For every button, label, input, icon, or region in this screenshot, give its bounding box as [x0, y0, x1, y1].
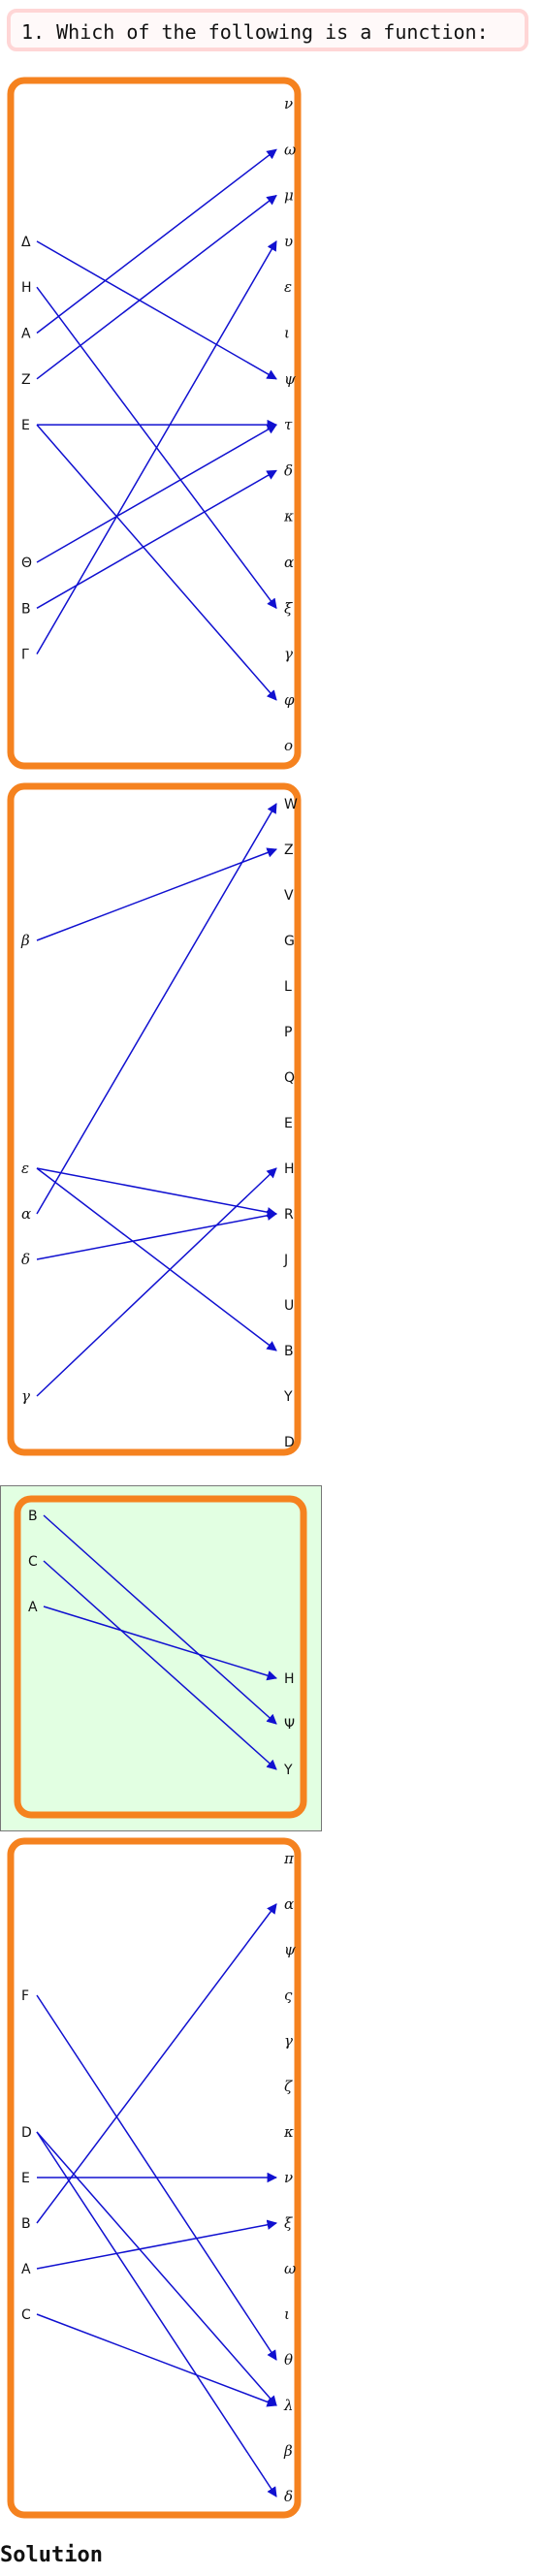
option-1-codomain-label: ω — [284, 141, 296, 158]
option-2-domain-label: β — [20, 932, 30, 949]
option-1-codomain-label: ν — [284, 95, 293, 112]
question-text: 1. Which of the following is a function: — [21, 20, 489, 44]
option-2-codomain-label: Y — [283, 1389, 293, 1405]
option-1-domain-label: Z — [21, 372, 31, 388]
option-2-domain-label: δ — [21, 1251, 30, 1268]
option-4-mapping-arrow — [36, 2313, 277, 2407]
option-1-codomain-label: κ — [283, 508, 294, 525]
option-2-codomain-label: D — [284, 1435, 295, 1450]
option-1-mapping-arrow — [36, 424, 277, 701]
option-2-codomain-label: L — [284, 979, 292, 995]
option-2-border — [7, 782, 302, 1456]
option-1-codomain-label: ο — [284, 737, 293, 754]
option-2-codomain-label: U — [284, 1298, 294, 1314]
option-1-codomain-label: φ — [284, 691, 295, 709]
question-box: 1. Which of the following is a function: — [7, 9, 528, 51]
option-4-codomain-label: ι — [284, 2306, 290, 2323]
option-3-domain-label: A — [28, 1600, 38, 1615]
option-1-mapping-arrow — [36, 148, 277, 334]
option-2-codomain-label: J — [283, 1253, 288, 1268]
option-4-codomain-label: δ — [284, 2488, 293, 2505]
option-1-mapping-arrow — [36, 194, 277, 380]
option-1-mapping-arrow — [36, 424, 277, 563]
option-4-codomain-label: π — [283, 1850, 295, 1867]
option-2-domain-label: ε — [21, 1160, 29, 1177]
option-4-codomain-label: β — [283, 2442, 293, 2460]
option-2-mapping-arrow — [36, 1167, 277, 1397]
option-3-domain-label: B — [28, 1509, 38, 1524]
option-2-domain-label: α — [21, 1205, 31, 1223]
option-4-domain-label: A — [21, 2262, 31, 2277]
option-2-mapping-arrow — [36, 1167, 277, 1352]
option-3-panel[interactable]: B C A H Ψ Y — [10, 1491, 321, 1832]
option-1-codomain-label: τ — [284, 416, 293, 433]
option-2-mapping-arrow — [36, 803, 277, 1215]
option-2-codomain-label: V — [284, 888, 294, 904]
option-2-codomain-label: H — [284, 1161, 295, 1177]
option-3-border — [14, 1495, 307, 1819]
option-1-domain-label: E — [21, 418, 30, 433]
option-1-panel[interactable]: Δ H A Z E Θ B Γν ω μ υ ε ι ψ τ δ κ α ξ γ φ ο — [3, 73, 315, 783]
option-4-domain-label: D — [21, 2125, 32, 2141]
option-1-codomain-label: ξ — [284, 599, 293, 617]
option-2-codomain-label: W — [284, 797, 298, 812]
option-3-codomain-label: Ψ — [284, 1717, 295, 1733]
option-2-domain-label: γ — [21, 1387, 30, 1405]
option-4-mapping-arrow — [36, 1903, 277, 2224]
option-4-codomain-label: ς — [284, 1987, 293, 2004]
option-4-domain-label: F — [21, 1988, 29, 2004]
option-1-domain-label: Θ — [21, 556, 32, 571]
option-4-mapping-arrow — [36, 2131, 277, 2497]
option-2-codomain-label: R — [284, 1207, 294, 1223]
option-1-codomain-label: υ — [284, 233, 293, 250]
option-2-codomain-label: E — [284, 1116, 293, 1131]
option-4-codomain-label: κ — [283, 2123, 294, 2141]
option-2-panel[interactable]: β ε α δ γ W Z V G L P Q E H R J U B Y D — [3, 779, 315, 1470]
option-4-codomain-label: ν — [284, 2169, 293, 2186]
solution-heading: Solution — [0, 2543, 103, 2567]
option-2-codomain-label: Q — [284, 1070, 295, 1086]
option-3-mapping-arrow — [43, 1514, 277, 1725]
option-4-codomain-label: λ — [283, 2397, 294, 2414]
option-2-codomain-label: B — [284, 1344, 294, 1359]
option-3-mapping-arrow — [43, 1606, 278, 1681]
option-4-codomain-label: ζ — [284, 2078, 293, 2095]
option-4-codomain-label: θ — [284, 2351, 293, 2369]
option-1-codomain-label: μ — [284, 187, 294, 205]
option-3-domain-label: C — [28, 1554, 38, 1570]
option-4-domain-label: B — [21, 2216, 31, 2232]
option-3-codomain-label: H — [284, 1671, 295, 1687]
option-4-panel[interactable]: F D E B A Cπ α ψ ς γ ζ κ ν ξ ω ι θ λ β δ — [3, 1833, 315, 2532]
option-3-mapping-arrow — [43, 1560, 277, 1770]
option-1-domain-label: B — [21, 601, 31, 617]
option-1-border — [7, 77, 302, 770]
option-4-codomain-label: α — [284, 1895, 294, 1913]
option-1-codomain-label: ε — [284, 278, 292, 296]
option-1-mapping-arrow — [36, 239, 277, 654]
option-4-domain-label: C — [21, 2307, 31, 2323]
option-2-codomain-label: Z — [284, 843, 294, 858]
option-4-codomain-label: ψ — [284, 1941, 296, 1958]
option-1-domain-label: H — [21, 280, 32, 296]
option-3-codomain-label: Y — [283, 1763, 293, 1778]
option-1-domain-label: Δ — [21, 235, 31, 250]
option-1-mapping-arrow — [36, 240, 277, 380]
option-1-domain-label: A — [21, 327, 31, 342]
option-1-codomain-label: α — [284, 554, 294, 571]
option-2-codomain-label: G — [284, 934, 295, 949]
option-2-codomain-label: P — [284, 1025, 292, 1040]
option-4-codomain-label: ω — [284, 2260, 296, 2277]
option-1-domain-label: Γ — [21, 648, 29, 663]
option-1-codomain-label: δ — [284, 461, 293, 479]
option-1-codomain-label: ψ — [284, 370, 296, 388]
option-1-codomain-label: ι — [284, 325, 290, 342]
option-1-codomain-label: γ — [284, 646, 293, 663]
option-2-mapping-arrow — [36, 1210, 278, 1260]
option-2-mapping-arrow — [36, 847, 277, 941]
option-4-mapping-arrow — [36, 2219, 278, 2270]
option-4-codomain-label: γ — [284, 2032, 293, 2050]
option-4-domain-label: E — [21, 2171, 30, 2186]
option-4-codomain-label: ξ — [284, 2214, 293, 2232]
